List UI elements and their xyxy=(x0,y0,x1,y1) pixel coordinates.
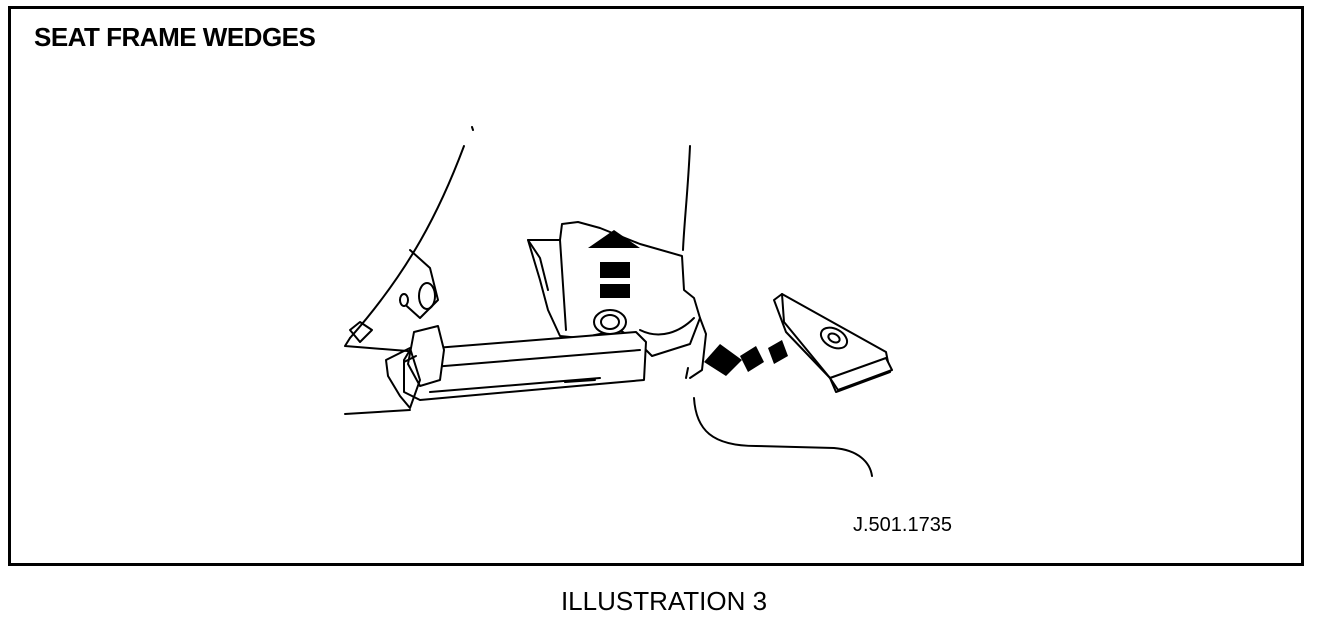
seat-side-panel xyxy=(344,126,474,415)
seat-frame-wedge xyxy=(773,293,893,393)
upward-direction-arrow xyxy=(588,230,640,298)
seat-back-edge xyxy=(682,145,691,251)
illustration-frame xyxy=(8,6,1304,566)
part-reference-number: J.501.1735 xyxy=(853,514,952,536)
insertion-direction-arrow xyxy=(704,340,788,376)
illustration-caption: ILLUSTRATION 3 xyxy=(560,586,768,616)
diagram-title: SEAT FRAME WEDGES xyxy=(34,22,316,52)
seat-rail xyxy=(385,325,647,409)
reference-leader-line xyxy=(685,367,873,477)
